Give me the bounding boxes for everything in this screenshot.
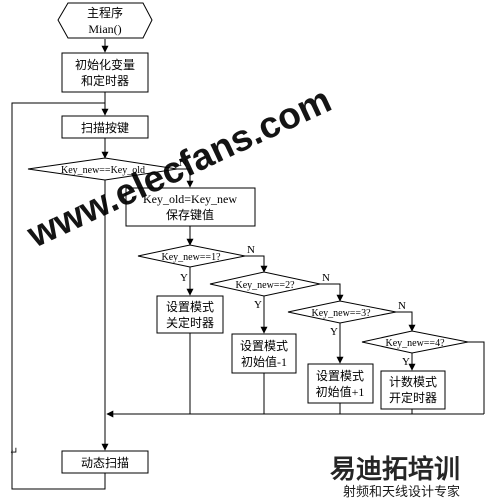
label-yes-cmp3: Y [330,326,338,338]
watermark-logo-line2: 射频和天线设计专家 [343,484,460,499]
watermark-logo-line1: 易迪拓培训 [330,454,460,484]
node-dyn: 动态扫描 [61,450,149,474]
node-mode1: 设置模式 关定时器 [156,295,224,334]
node-cmp1: Key_new==1? [137,244,246,268]
label-no-cmp-old: N [179,157,187,169]
node-mode4: 计数模式 开定时器 [380,370,446,410]
edge-cmp3-no-cmp4 [396,311,416,332]
return-mark: ↵ [9,446,18,458]
node-cmp2: Key_new==2? [209,271,321,297]
edge-loop-back [11,102,106,490]
node-start-line2: Mian() [88,22,121,36]
node-mode4-line1: 计数模式 [389,374,437,389]
node-save-line2: 保存键值 [166,207,214,222]
node-mode4-line2: 开定时器 [389,390,437,405]
node-mode2-line1: 设置模式 [240,339,288,353]
label-yes-cmp1: Y [180,272,188,284]
node-cmp3-line1: Key_new==3? [311,308,371,319]
node-save-line1: Key_old=Key_new [143,192,237,206]
node-scan-line1: 扫描按键 [81,121,129,135]
node-mode3: 设置模式 初始值+1 [307,363,374,404]
label-no-cmp2: N [322,272,330,284]
node-mode1-line2: 关定时器 [166,315,214,330]
node-mode1-line1: 设置模式 [166,300,214,314]
node-init-line1: 初始化变量 [75,57,135,72]
node-cmp3: Key_new==3? [287,300,397,324]
edge-cmp-no-save [177,168,194,188]
node-mode3-line1: 设置模式 [316,369,364,383]
edge-cmp2-no-cmp3 [320,283,344,302]
node-mode3-line2: 初始值+1 [316,384,365,399]
edge-cmp4-no-right [468,341,485,414]
node-start: 主程序 Mian() [57,2,153,39]
node-cmp4-line1: Key_new==4? [385,338,445,349]
connectors [11,39,485,490]
node-cmp1-line1: Key_new==1? [161,252,221,263]
node-cmp-old: Key_new==Key_old [27,157,178,181]
edge-cmp1-no-cmp2 [245,255,268,273]
node-mode2-line2: 初始值-1 [241,354,287,369]
label-yes-cmp2: Y [254,299,262,311]
node-cmp4: Key_new==4? [361,330,469,354]
node-save: Key_old=Key_new 保存键值 [125,187,256,227]
node-cmp2-line1: Key_new==2? [235,280,295,291]
node-dyn-line1: 动态扫描 [81,456,129,470]
node-init-line2: 和定时器 [81,73,129,88]
label-no-cmp1: N [247,244,255,256]
node-mode2: 设置模式 初始值-1 [231,333,297,374]
node-init: 初始化变量 和定时器 [61,52,149,93]
label-no-cmp3: N [398,300,406,312]
node-cmp-old-line1: Key_new==Key_old [61,165,145,176]
node-scan: 扫描按键 [61,115,149,139]
branch-labels: N N Y N Y N Y Y ↵ [9,157,410,458]
node-start-line1: 主程序 [87,5,123,20]
label-yes-cmp4: Y [402,356,410,368]
